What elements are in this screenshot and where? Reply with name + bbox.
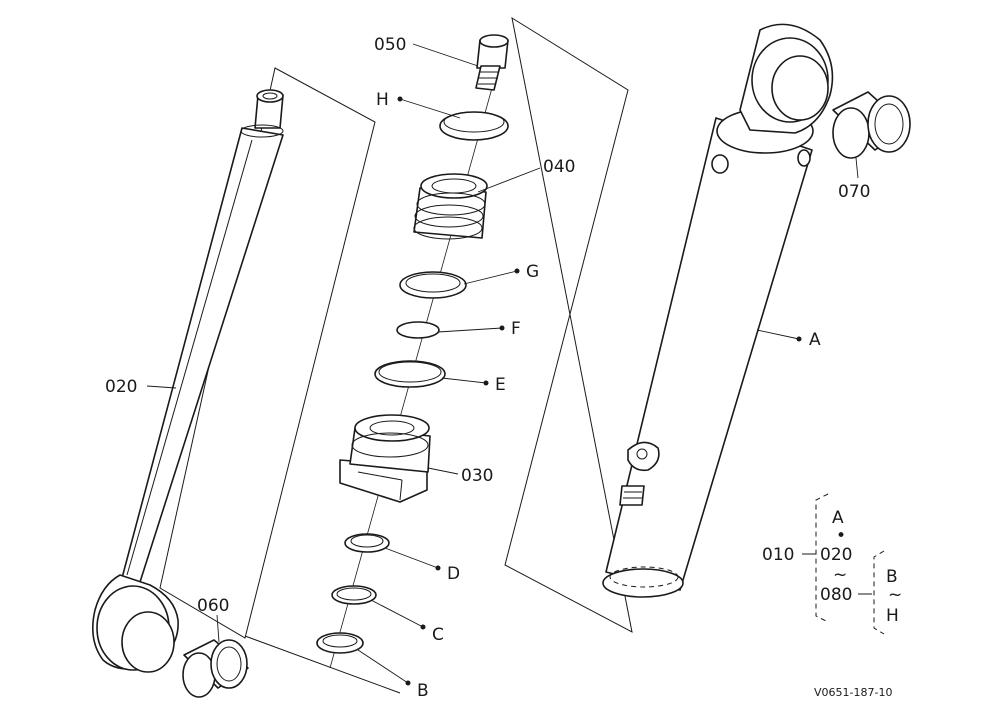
callout-050: 050: [374, 35, 406, 55]
legend-tilde-1: ~: [833, 565, 847, 585]
leader-B: [357, 649, 409, 684]
legend-right-top: B: [886, 567, 898, 587]
legend-range-to: 080: [820, 585, 852, 605]
legend-assembly-number: 010: [762, 545, 794, 565]
cylinder-head-part-030: [339, 414, 431, 503]
legend-tilde-2: ~: [888, 585, 902, 605]
ring-part-H: [439, 111, 509, 141]
leader-040: [477, 167, 541, 193]
bolt-part-050: [475, 34, 509, 91]
callout-G: G: [526, 262, 539, 282]
callout-040: 040: [543, 157, 575, 177]
callout-060: 060: [197, 596, 229, 616]
callout-H: H: [376, 90, 389, 110]
leader-060: [216, 614, 220, 643]
callout-D: D: [447, 564, 460, 584]
assembly-legend: 010 A • 020 ~ 080 B ~ H: [762, 493, 902, 635]
leader-050: [412, 43, 479, 67]
callout-B: B: [417, 681, 429, 701]
legend-right-bottom: H: [886, 606, 899, 626]
leader-G: [463, 270, 518, 285]
callout-F: F: [511, 319, 521, 339]
callout-030: 030: [461, 466, 493, 486]
piston-rod-part-020: [92, 89, 284, 673]
cylinder-tube-part-A: [602, 23, 834, 598]
callout-A: A: [809, 330, 821, 350]
bushing-part-070: [832, 91, 911, 159]
leader-020: [146, 385, 177, 389]
washer-part-B: [316, 632, 364, 654]
legend-top-letter: A: [832, 508, 844, 528]
leader-C: [370, 599, 424, 628]
drawing-reference-code: V0651-187-10: [814, 686, 892, 699]
legend-range-from: 020: [820, 545, 852, 565]
piston-part-040: [413, 173, 488, 240]
callout-020: 020: [105, 377, 137, 397]
washer-part-C: [331, 585, 377, 605]
seal-part-E: [374, 360, 446, 388]
leader-A: [756, 329, 800, 340]
leader-D: [384, 547, 439, 569]
leader-070: [855, 157, 859, 179]
legend-left-bracket: [815, 493, 829, 623]
bushing-part-060: [182, 639, 249, 698]
rod-frame-bottom: [244, 635, 401, 694]
rod-group-frame: [159, 67, 376, 639]
seal-part-G: [399, 271, 467, 299]
leader-H: [399, 98, 461, 119]
callout-C: C: [432, 625, 444, 645]
seal-group-frame: [504, 16, 633, 633]
washer-part-D: [344, 533, 390, 553]
o-ring-part-F: [396, 321, 440, 339]
leader-F: [437, 327, 503, 333]
legend-right-bracket: [873, 550, 885, 635]
legend-dot: •: [836, 526, 846, 546]
callout-070: 070: [838, 182, 870, 202]
callout-E: E: [495, 375, 506, 395]
leader-030: [427, 467, 459, 475]
leader-E: [441, 377, 487, 384]
